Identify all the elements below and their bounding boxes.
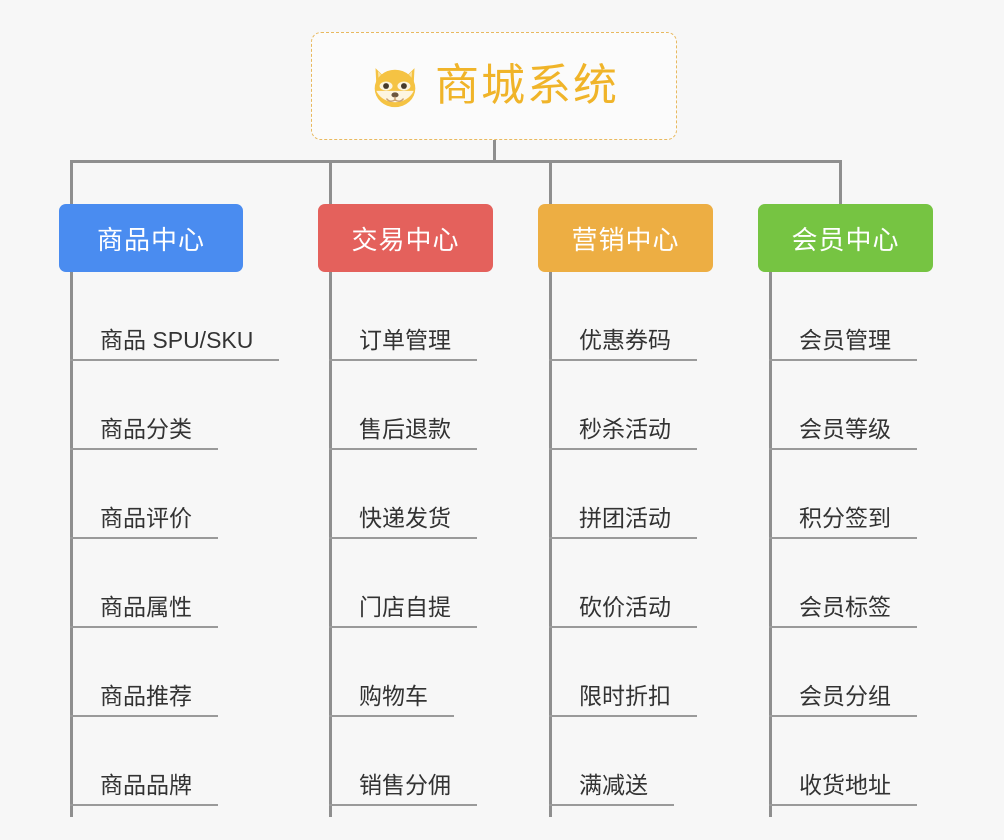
category-header-1[interactable]: 商品中心 — [59, 204, 243, 272]
list-item-label: 会员标签 — [799, 593, 891, 620]
list-item-label: 收货地址 — [799, 771, 891, 798]
list-item[interactable]: 销售分佣 — [318, 717, 538, 806]
item-list-2: 订单管理 售后退款 快递发货 门店自提 购物车 销售分佣 — [318, 272, 538, 817]
list-item-label: 秒杀活动 — [579, 415, 671, 442]
list-item[interactable]: 限时折扣 — [538, 628, 758, 717]
category-label-2: 交易中心 — [351, 224, 460, 255]
shiba-dog-emoji — [369, 60, 421, 112]
list-item-label: 门店自提 — [359, 593, 451, 620]
list-item[interactable]: 会员分组 — [758, 628, 978, 717]
list-item[interactable]: 会员管理 — [758, 272, 978, 361]
item-spine-1 — [70, 272, 73, 817]
list-item[interactable]: 商品推荐 — [59, 628, 309, 717]
list-item-label: 商品品牌 — [100, 771, 192, 798]
category-header-4[interactable]: 会员中心 — [758, 204, 933, 272]
list-item-label: 砍价活动 — [579, 593, 671, 620]
list-item-label: 会员分组 — [799, 682, 891, 709]
list-item-label: 商品分类 — [100, 415, 192, 442]
list-item[interactable]: 秒杀活动 — [538, 361, 758, 450]
list-item[interactable]: 砍价活动 — [538, 539, 758, 628]
list-item[interactable]: 会员等级 — [758, 361, 978, 450]
list-item[interactable]: 快递发货 — [318, 450, 538, 539]
list-item-label: 商品评价 — [100, 504, 192, 531]
list-item-label: 优惠券码 — [579, 326, 671, 353]
list-item-label: 销售分佣 — [359, 771, 451, 798]
list-item-label: 会员管理 — [799, 326, 891, 353]
root-trunk-line — [493, 140, 496, 162]
list-item[interactable]: 满减送 — [538, 717, 758, 806]
list-item-label: 限时折扣 — [579, 682, 671, 709]
list-item-label: 商品属性 — [100, 593, 192, 620]
category-column-会员中心: 会员中心 会员管理 会员等级 积分签到 会员标签 会员分组 收货地址 — [758, 204, 978, 817]
list-item[interactable]: 积分签到 — [758, 450, 978, 539]
category-column-营销中心: 营销中心 优惠券码 秒杀活动 拼团活动 砍价活动 限时折扣 满减送 — [538, 204, 758, 817]
branch-drop-line-4 — [839, 160, 842, 206]
item-list-4: 会员管理 会员等级 积分签到 会员标签 会员分组 收货地址 — [758, 272, 978, 817]
list-item-label: 满减送 — [579, 771, 648, 798]
list-item[interactable]: 售后退款 — [318, 361, 538, 450]
list-item-label: 快递发货 — [359, 504, 451, 531]
category-header-3[interactable]: 营销中心 — [538, 204, 713, 272]
category-label-1: 商品中心 — [96, 224, 205, 255]
root-node[interactable]: 商城系统 — [311, 32, 677, 140]
list-item[interactable]: 商品属性 — [59, 539, 309, 628]
list-item-label: 会员等级 — [799, 415, 891, 442]
item-list-1: 商品 SPU/SKU 商品分类 商品评价 商品属性 商品推荐 商品品牌 — [59, 272, 309, 817]
list-item[interactable]: 订单管理 — [318, 272, 538, 361]
list-item-label: 订单管理 — [359, 326, 451, 353]
list-item-label: 拼团活动 — [579, 504, 671, 531]
list-item-label: 购物车 — [359, 682, 428, 709]
category-header-2[interactable]: 交易中心 — [318, 204, 493, 272]
list-item-label: 商品 SPU/SKU — [100, 326, 254, 353]
branch-drop-line-3 — [549, 160, 552, 206]
list-item-label: 积分签到 — [799, 504, 891, 531]
item-list-3: 优惠券码 秒杀活动 拼团活动 砍价活动 限时折扣 满减送 — [538, 272, 758, 817]
branch-drop-line-2 — [329, 160, 332, 206]
list-item[interactable]: 商品评价 — [59, 450, 309, 539]
list-item[interactable]: 商品品牌 — [59, 717, 309, 806]
list-item[interactable]: 购物车 — [318, 628, 538, 717]
list-item[interactable]: 商品 SPU/SKU — [59, 272, 309, 361]
list-item-label: 售后退款 — [359, 415, 451, 442]
category-label-3: 营销中心 — [571, 224, 680, 255]
category-label-4: 会员中心 — [791, 224, 900, 255]
branch-drop-line-1 — [70, 160, 73, 206]
list-item[interactable]: 拼团活动 — [538, 450, 758, 539]
root-label: 商城系统 — [435, 61, 619, 110]
item-spine-2 — [329, 272, 332, 817]
category-column-商品中心: 商品中心 商品 SPU/SKU 商品分类 商品评价 商品属性 商品推荐 商品品牌 — [59, 204, 309, 817]
list-item[interactable]: 门店自提 — [318, 539, 538, 628]
list-item-label: 商品推荐 — [100, 682, 192, 709]
category-column-交易中心: 交易中心 订单管理 售后退款 快递发货 门店自提 购物车 销售分佣 — [318, 204, 538, 817]
list-item[interactable]: 会员标签 — [758, 539, 978, 628]
item-spine-3 — [549, 272, 552, 817]
list-item[interactable]: 商品分类 — [59, 361, 309, 450]
item-spine-4 — [769, 272, 772, 817]
list-item[interactable]: 优惠券码 — [538, 272, 758, 361]
list-item[interactable]: 收货地址 — [758, 717, 978, 806]
branch-bus-line — [71, 160, 841, 163]
